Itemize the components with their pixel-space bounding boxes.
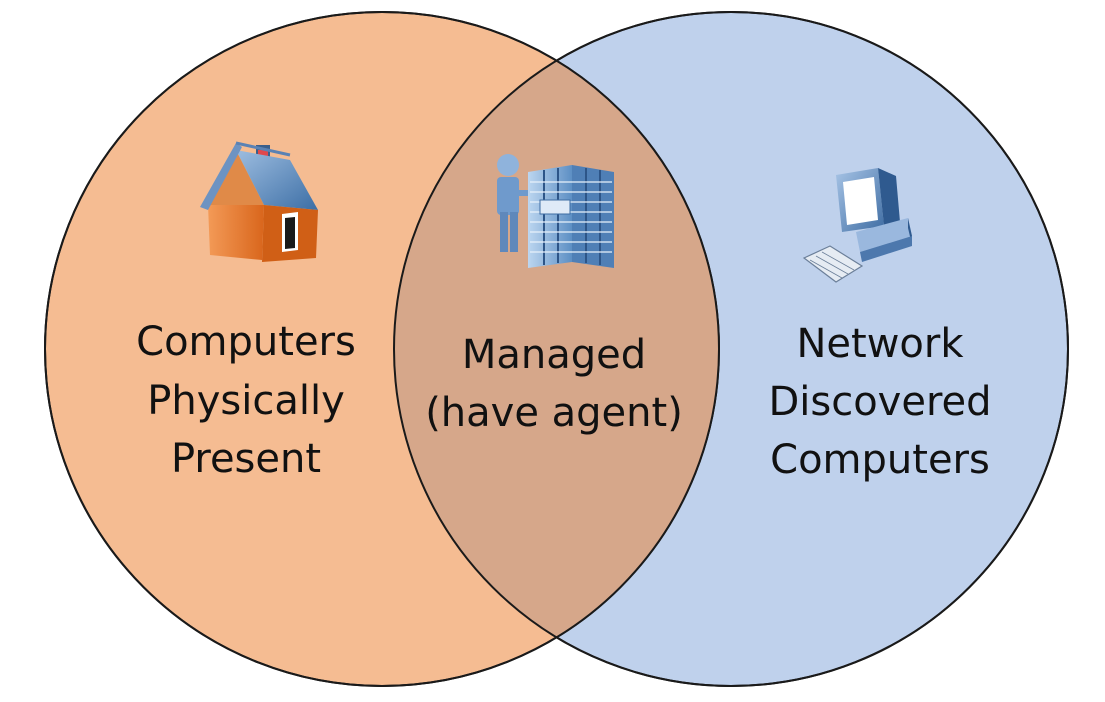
intersection-label: Managed (have agent) bbox=[425, 332, 683, 436]
right-set-label-line: Discovered bbox=[768, 379, 991, 425]
admin-server-rack-icon bbox=[497, 154, 614, 268]
right-set-outline bbox=[393, 11, 1069, 687]
right-set-label: Network Discovered Computers bbox=[768, 321, 991, 483]
left-set-outline bbox=[44, 11, 720, 687]
intersection-label-line: (have agent) bbox=[425, 390, 683, 436]
right-set-label-line: Computers bbox=[770, 437, 990, 483]
desktop-computer-icon bbox=[802, 168, 912, 283]
left-set-label-line: Physically bbox=[147, 378, 345, 424]
right-set-label-line: Network bbox=[796, 321, 964, 367]
intersection-label-line: Managed bbox=[462, 332, 646, 378]
left-set-label: Computers Physically Present bbox=[136, 319, 356, 482]
left-set-label-line: Present bbox=[171, 436, 321, 482]
house-icon bbox=[200, 141, 318, 262]
left-set-label-line: Computers bbox=[136, 319, 356, 365]
